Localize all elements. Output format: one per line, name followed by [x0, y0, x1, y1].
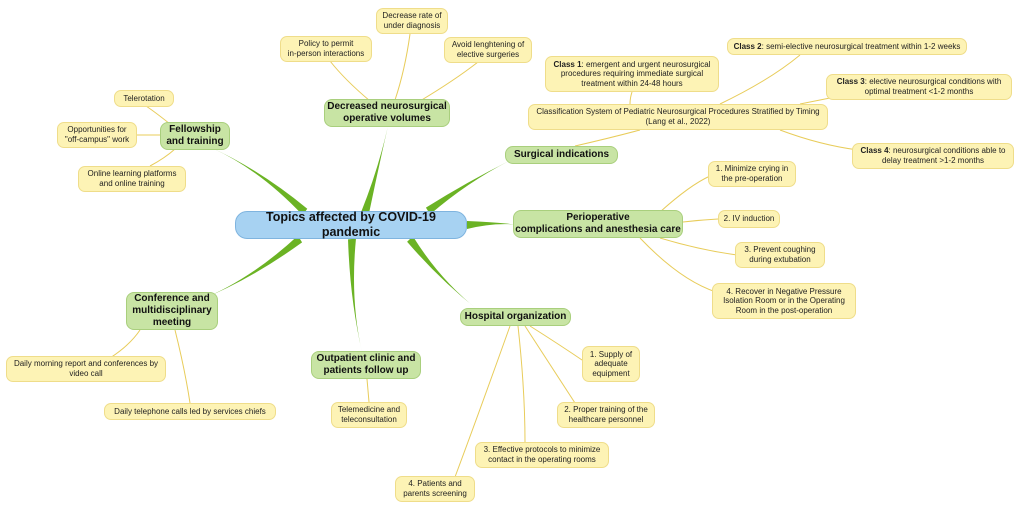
line-class1 — [629, 91, 633, 105]
topic-hospital-organization: Hospital organization — [460, 308, 571, 326]
leaf-telerotation: Telerotation — [114, 90, 174, 107]
line-cough — [659, 237, 738, 256]
line-policy — [329, 60, 371, 102]
line-morning-report — [109, 329, 141, 359]
topic-fellowship: Fellowship and training — [160, 122, 230, 150]
class-4-title: Class 4 — [860, 146, 889, 156]
line-telephone — [174, 329, 191, 404]
class-2-title: Class 2 — [733, 41, 762, 51]
line-classification — [574, 129, 641, 147]
root-node: Topics affected by COVID-19 pandemic — [235, 210, 467, 239]
class-4-text: : neurosurgical conditions able to delay… — [881, 146, 1006, 165]
line-iv — [682, 218, 719, 223]
line-protocols — [517, 325, 526, 443]
leaf-effective-protocols: 3. Effective protocols to minimize conta… — [475, 442, 609, 468]
leaf-telemedicine: Telemedicine and teleconsultation — [331, 402, 407, 428]
topic-outpatient: Outpatient clinic and patients follow up — [311, 351, 421, 379]
class-3-text: : elective neurosurgical conditions with… — [864, 77, 1002, 96]
class-1-title: Class 1 — [553, 59, 582, 69]
branch-outpatient — [348, 238, 362, 352]
leaf-proper-training: 2. Proper training of the healthcare per… — [557, 402, 655, 428]
leaf-daily-morning-report: Daily morning report and conferences by … — [6, 356, 166, 382]
line-training — [524, 325, 576, 404]
branch-fellowship — [212, 148, 308, 216]
leaf-iv-induction: 2. IV induction — [718, 210, 780, 228]
leaf-daily-telephone-calls: Daily telephone calls led by services ch… — [104, 403, 276, 420]
branch-volumes — [361, 126, 388, 215]
line-telemedicine — [366, 378, 370, 403]
line-crying — [659, 175, 711, 213]
topic-conference: Conference and multidisciplinary meeting — [126, 292, 218, 330]
leaf-minimize-crying: 1. Minimize crying in the pre-operation — [708, 161, 796, 187]
class-1: Class 1: emergent and urgent neurosurgic… — [545, 56, 719, 92]
branch-surgical — [425, 158, 515, 215]
class-2-text: : semi-elective neurosurgical treatment … — [761, 41, 961, 51]
topic-decreased-volumes: Decreased neurosurgical operative volume… — [324, 99, 450, 127]
leaf-recover-isolation: 4. Recover in Negative Pressure Isolatio… — [712, 283, 856, 319]
line-class2 — [719, 54, 801, 105]
line-underdiagnosis — [394, 33, 411, 101]
leaf-patients-screening: 4. Patients and parents screening — [395, 476, 475, 502]
class-3-title: Class 3 — [836, 77, 865, 87]
topic-surgical-indications: Surgical indications — [505, 146, 618, 164]
line-screening — [454, 325, 511, 478]
line-online — [149, 148, 176, 167]
leaf-off-campus: Opportunities for "off-campus" work — [57, 122, 137, 148]
leaf-decrease-underdiagnosis: Decrease rate of under diagnosis — [376, 8, 448, 34]
branch-hospital — [407, 236, 478, 310]
leaf-policy-in-person: Policy to permit in-person interactions — [280, 36, 372, 62]
line-supply — [529, 325, 586, 363]
leaf-supply-equipment: 1. Supply of adequate equipment — [582, 346, 640, 382]
class-1-text: : emergent and urgent neurosurgical proc… — [560, 59, 711, 88]
leaf-prevent-coughing: 3. Prevent coughing during extubation — [735, 242, 825, 268]
branch-conference — [200, 235, 303, 300]
branch-perioperative — [467, 221, 520, 229]
leaf-online-learning: Online learning platforms and online tra… — [78, 166, 186, 192]
leaf-avoid-lengthening: Avoid lenghtening of elective surgeries — [444, 37, 532, 63]
class-4: Class 4: neurosurgical conditions able t… — [852, 143, 1014, 169]
class-3: Class 3: elective neurosurgical conditio… — [826, 74, 1012, 100]
line-avoid — [419, 61, 479, 102]
classification-system: Classification System of Pediatric Neuro… — [528, 104, 828, 130]
line-class4 — [779, 129, 859, 151]
topic-perioperative: Perioperative complications and anesthes… — [513, 210, 683, 238]
class-2: Class 2: semi-elective neurosurgical tre… — [727, 38, 967, 55]
line-recover — [639, 237, 717, 293]
